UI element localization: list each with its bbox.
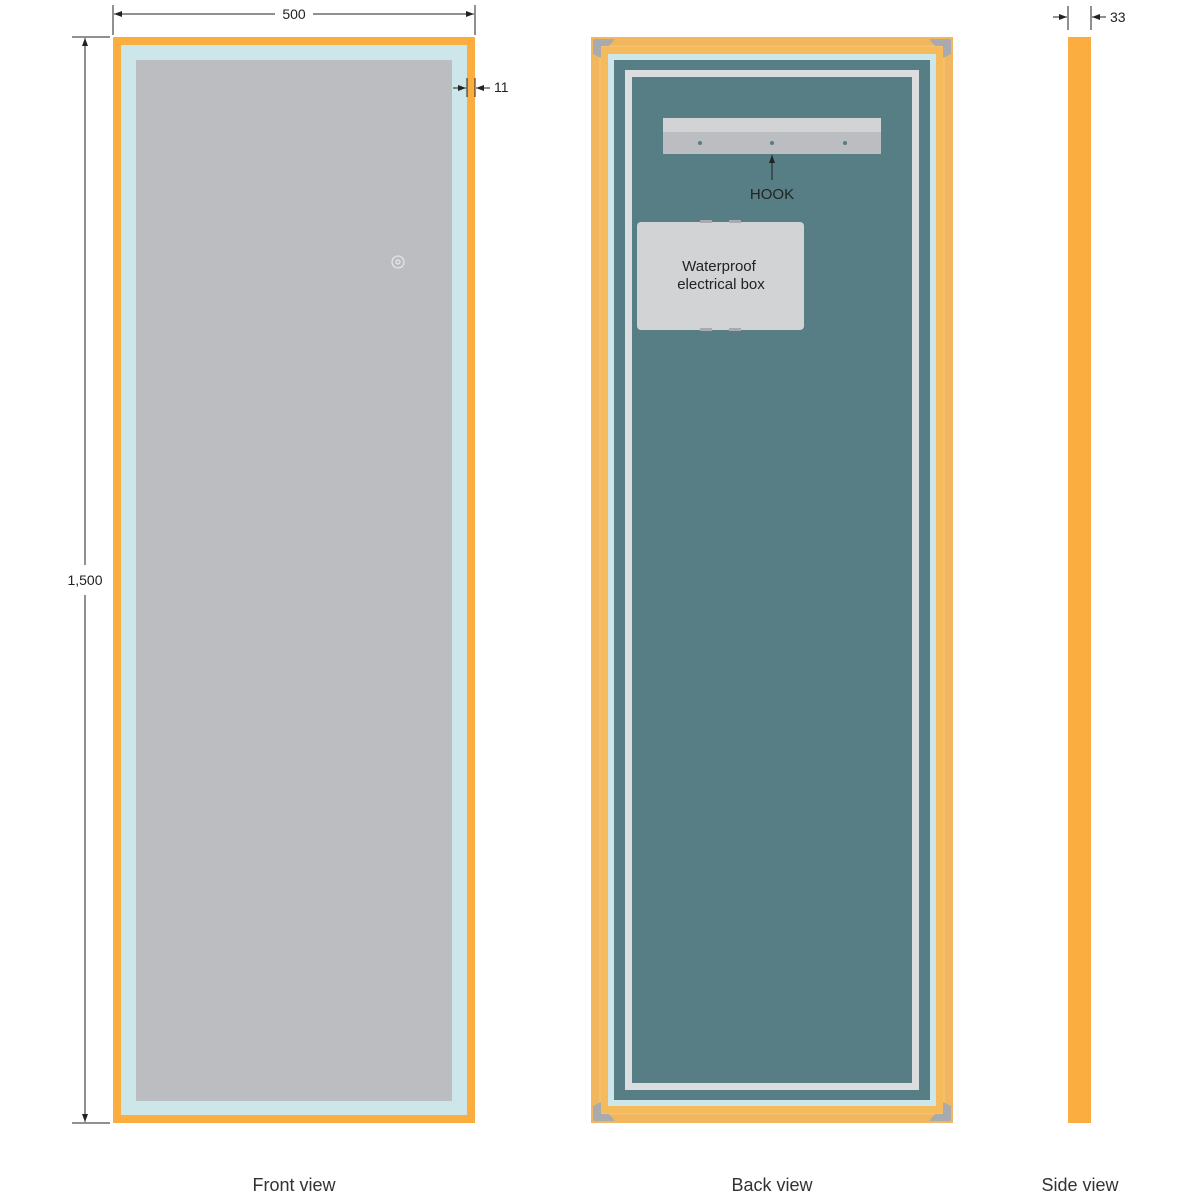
side-view: 33 Side view [1041,6,1126,1195]
width-value: 500 [282,6,306,22]
side-profile [1068,37,1091,1123]
depth-dimension: 33 [1053,6,1126,30]
box-label-line2: electrical box [677,276,765,293]
back-view-label: Back view [731,1175,813,1195]
corner-brackets [593,39,951,1121]
hook-bracket [663,118,881,154]
height-dimension: 1,500 [67,36,110,1124]
height-value: 1,500 [67,572,102,588]
width-dimension: 500 [112,5,476,35]
frame-dimension: 11 [453,78,509,97]
frame-width-value: 11 [494,79,509,95]
hook-label: HOOK [750,186,794,203]
box-label-line1: Waterproof [682,258,756,275]
electrical-box: Waterproof electrical box [637,220,804,331]
front-view-label: Front view [252,1175,336,1195]
side-view-label: Side view [1041,1175,1119,1195]
depth-value: 33 [1110,9,1126,25]
front-view: 500 1,500 11 Front view [67,5,509,1195]
mirror-glass [136,60,452,1101]
back-view: HOOK Waterproof electrical box Back view [591,37,953,1195]
touch-switch-icon[interactable] [391,255,405,269]
